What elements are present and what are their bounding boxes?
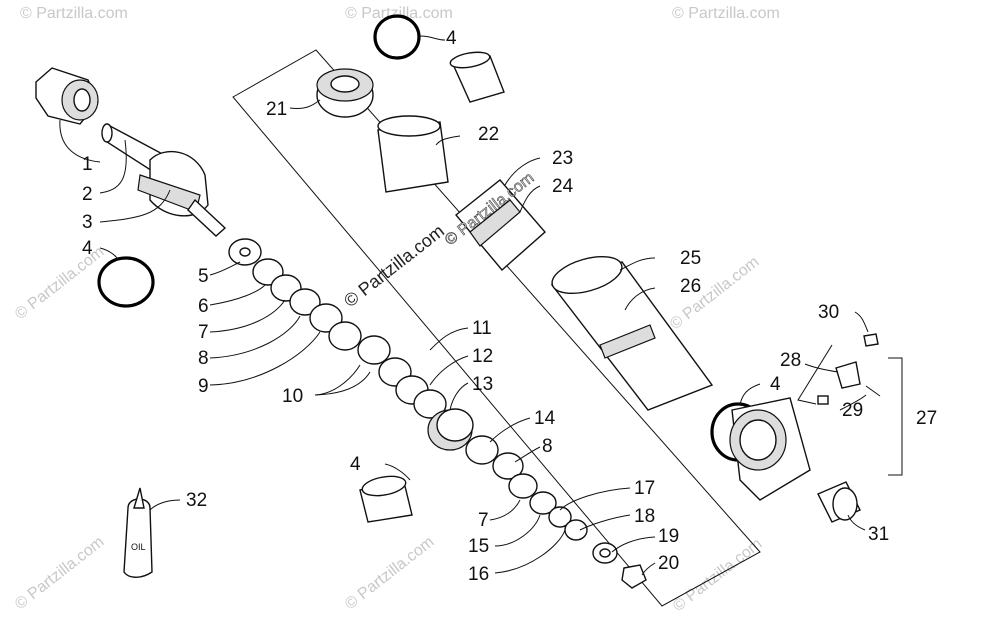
part-4-o-ring-top bbox=[373, 14, 421, 60]
callout-9: 9 bbox=[198, 376, 209, 397]
callout-1: 1 bbox=[82, 154, 93, 175]
callout-20: 20 bbox=[658, 553, 679, 574]
callout-4b: 4 bbox=[446, 28, 457, 49]
callout-4d: 4 bbox=[350, 454, 361, 475]
watermark-tile: © Partzilla.com bbox=[672, 5, 780, 22]
part-4-bushing-lower bbox=[359, 475, 413, 523]
part-4-o-ring-upper-left bbox=[97, 256, 155, 308]
watermark-tile: © Partzilla.com bbox=[12, 243, 107, 323]
watermark-center: © Partzilla.com bbox=[340, 221, 448, 311]
part-22-sleeve bbox=[377, 115, 449, 193]
watermark-tile: © Partzilla.com bbox=[12, 533, 107, 613]
callout-28: 28 bbox=[780, 350, 801, 371]
part-25-26-shock-body bbox=[550, 255, 714, 411]
callout-23: 23 bbox=[552, 148, 573, 169]
part-27-30-valve-assembly bbox=[797, 333, 903, 476]
oil-bottle-label: OIL bbox=[131, 542, 146, 552]
part-31-bushing bbox=[817, 481, 861, 523]
callout-17: 17 bbox=[634, 478, 655, 499]
part-32-oil-bottle: OIL bbox=[123, 487, 153, 578]
callout-31: 31 bbox=[868, 524, 889, 545]
callout-7a: 7 bbox=[198, 322, 209, 343]
part-1-eye-bushing bbox=[35, 67, 99, 125]
callout-16: 16 bbox=[468, 564, 489, 585]
callout-8a: 8 bbox=[198, 348, 209, 369]
callout-30: 30 bbox=[818, 302, 839, 323]
callout-8b: 8 bbox=[542, 436, 553, 457]
piston-washer-stack bbox=[228, 238, 447, 419]
callout-25: 25 bbox=[680, 248, 701, 269]
part-13-piston bbox=[427, 408, 474, 451]
part-reservoir-housing bbox=[729, 397, 811, 501]
callout-15: 15 bbox=[468, 536, 489, 557]
callout-18: 18 bbox=[634, 506, 655, 527]
lower-washer-stack bbox=[465, 435, 647, 589]
subassembly-outline bbox=[232, 49, 761, 607]
part-21-bearing-cap bbox=[316, 68, 374, 118]
callout-13: 13 bbox=[472, 374, 493, 395]
callout-14: 14 bbox=[534, 408, 556, 429]
watermark-tile: © Partzilla.com bbox=[20, 5, 128, 22]
callout-12: 12 bbox=[472, 346, 493, 367]
callout-11: 11 bbox=[472, 318, 492, 339]
part-23-24-spring-nuts bbox=[455, 179, 546, 272]
callout-26: 26 bbox=[680, 276, 701, 297]
callout-24: 24 bbox=[552, 176, 574, 197]
callout-3: 3 bbox=[82, 212, 93, 233]
callout-6: 6 bbox=[198, 296, 209, 317]
watermark-tile: © Partzilla.com bbox=[342, 533, 437, 613]
callout-22: 22 bbox=[478, 124, 499, 145]
watermark-tile: © Partzilla.com bbox=[345, 5, 453, 22]
callout-4a: 4 bbox=[82, 238, 93, 259]
callout-27: 27 bbox=[916, 408, 937, 429]
callout-5: 5 bbox=[198, 266, 209, 287]
leader-lines bbox=[59, 35, 869, 576]
callout-4c: 4 bbox=[770, 374, 781, 395]
part-4-bushing-top bbox=[449, 51, 505, 103]
callout-21: 21 bbox=[266, 99, 287, 120]
callout-2: 2 bbox=[82, 184, 93, 205]
callout-10: 10 bbox=[282, 386, 303, 407]
callout-32: 32 bbox=[186, 490, 207, 511]
callout-7b: 7 bbox=[478, 510, 489, 531]
callout-29: 29 bbox=[842, 400, 863, 421]
callout-19: 19 bbox=[658, 526, 679, 547]
